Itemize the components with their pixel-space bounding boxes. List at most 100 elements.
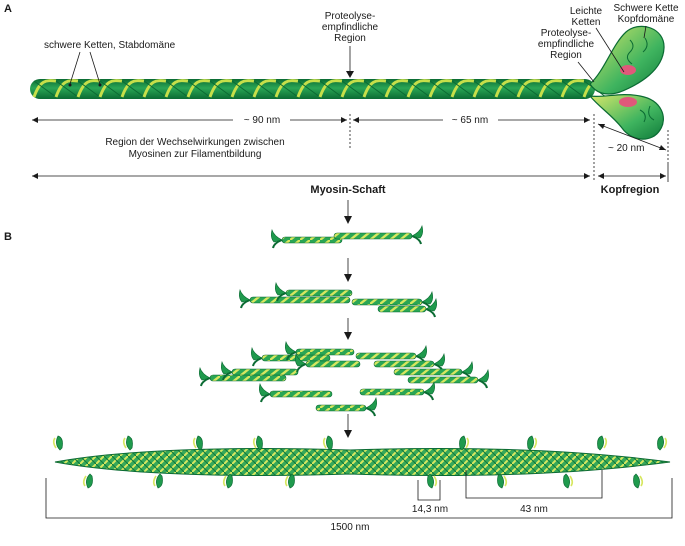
myosin-head-highlight [465,437,470,449]
myosin-head-highlight [603,437,608,449]
rod-twist [538,79,563,98]
lower-head [588,93,664,140]
myosin-head-highlight [122,437,127,449]
myosin-head [86,473,93,489]
panel-b-letter: B [4,231,12,243]
rod-twist-edge [429,80,453,98]
thick-filament [52,435,671,489]
myosin-molecule [333,224,423,245]
rod-twist-edge [517,80,541,98]
myosin-head [497,473,504,489]
myosin-head [459,435,466,451]
myosin-head [563,473,570,489]
panel-a-letter: A [4,3,12,15]
label-head-region: Kopfregion [601,184,660,196]
assembly-stages [199,224,489,417]
rod-twist [208,79,233,98]
rod-twist [142,79,167,98]
myosin-head-highlight [322,437,327,449]
myosin-head-highlight [222,475,227,487]
label-dist-90: ~ 90 nm [244,115,280,126]
upper-head [589,25,665,95]
rod-twist-edge [231,80,255,98]
myosin-head-highlight [503,475,508,487]
filament-heads [52,435,668,489]
rod-twist-segments [32,79,607,98]
rod-twist [76,79,101,98]
label-proteolysis-mid-1: Proteolyse- [325,11,376,22]
label-interaction-region-2: Myosinen zur Filamentbildung [129,149,262,160]
rod-twist [296,79,321,98]
label-heavy-chains-rod: schwere Ketten, Stabdomäne [44,40,176,51]
myosin-head-highlight [433,475,438,487]
label-proteolysis-mid-3: Region [334,33,366,44]
myosin-head-highlight [639,475,644,487]
myosin-head-highlight [52,437,57,449]
rod-twist [340,79,365,98]
rod-twist-edge [275,80,299,98]
rod-twist [54,79,79,98]
rod-twist [252,79,277,98]
rod-twist-edge [407,80,431,98]
rod-twist [406,79,431,98]
rod-twist-edge [363,80,387,98]
myosin-molecule [359,380,435,401]
myosin-head-highlight [284,475,289,487]
light-chain-upper [620,65,636,75]
myosin-head [256,435,263,451]
myosin-head [288,473,295,489]
rod-twist-edge [165,80,189,98]
dimension-head: ~ 20 nm [597,123,669,160]
myosin-molecule [239,288,351,309]
myosin-molecule [393,360,473,381]
rod-twist-edge [341,80,365,98]
myosin-molecule [275,281,353,302]
rod-twist-edge [385,80,409,98]
rod-twist-edge [495,80,519,98]
myosin-molecule [377,297,437,318]
rod-twist [318,79,343,98]
myosin-head [527,435,534,451]
rod-twist [274,79,299,98]
label-spacing-small: 14,3 nm [412,504,448,515]
rod-twist-edge [561,80,585,98]
label-dist-65: ~ 65 nm [452,115,488,126]
label-heavy-chain-head-2: Kopfdomäne [618,14,675,25]
label-shaft: Myosin-Schaft [310,184,386,196]
myosin-head [156,473,163,489]
label-proteolysis-right-2: empfindliche [538,39,595,50]
myosin-head [56,435,63,451]
myosin-head-highlight [569,475,574,487]
label-heavy-chain-head-1: Schwere Kette [613,3,678,14]
label-proteolysis-right-1: Proteolyse- [541,28,592,39]
myosin-head [226,473,233,489]
rod-twist [450,79,475,98]
rod-twist-edge [319,80,343,98]
myosin-head [657,435,664,451]
rod-twist [164,79,189,98]
rod-twist-edge [209,80,233,98]
myosin-head [126,435,133,451]
rod-twist-edge [539,80,563,98]
rod-twist [428,79,453,98]
panel-a: A schwere Ketten, Stabdomäne Proteolyse-… [4,3,679,196]
rod-twist [362,79,387,98]
rod-twist-edge [55,80,79,98]
myosin-heads [588,25,665,140]
dimension-row-2: Myosin-Schaft Kopfregion [32,162,669,196]
myosin-head-highlight [82,475,87,487]
label-interaction-region-1: Region der Wechselwirkungen zwischen [105,137,284,148]
rod-twist [32,79,57,98]
myosin-head-highlight [152,475,157,487]
label-dist-20: ~ 20 nm [608,143,644,154]
myosin-rod [30,79,607,99]
label-proteolysis-mid-2: empfindliche [322,22,379,33]
myosin-head [597,435,604,451]
label-spacing-large: 43 nm [520,504,548,515]
label-light-chains-1: Leichte [570,6,603,17]
label-length-total: 1500 nm [331,522,370,533]
myosin-molecule [351,290,433,311]
myosin-molecule [259,382,333,403]
rod-twist-edge [99,80,123,98]
